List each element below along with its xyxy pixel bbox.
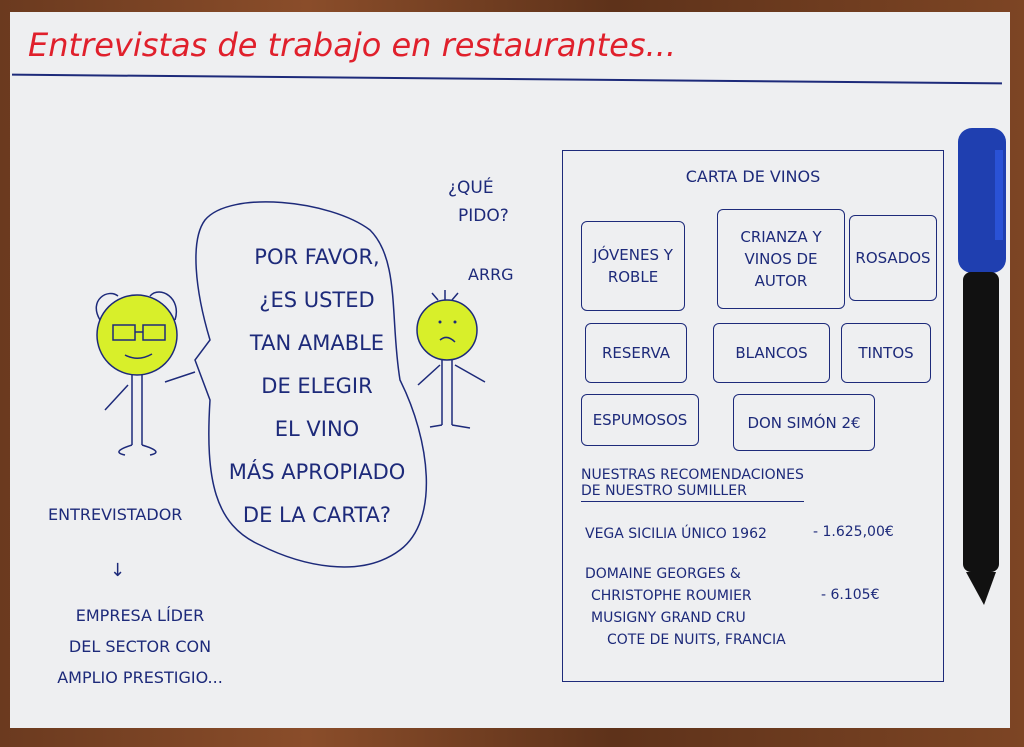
bubble-line: POR FAVOR, <box>254 245 380 269</box>
thought-pido: PIDO? <box>458 206 509 226</box>
name-line: CHRISTOPHE ROUMIER <box>591 588 752 604</box>
recommendations-heading: NUESTRAS RECOMENDACIONES DE NUESTRO SUMI… <box>581 467 804 502</box>
bubble-line: MÁS APROPIADO <box>228 460 406 484</box>
note-line: EMPRESA LÍDER <box>75 606 205 625</box>
wine-menu: CARTA DE VINOS JÓVENES Y ROBLE CRIANZA Y… <box>562 150 944 682</box>
name-line: COTE DE NUITS, FRANCIA <box>607 632 786 648</box>
name-line: DOMAINE GEORGES & <box>585 566 741 582</box>
interviewer-figure <box>95 291 196 456</box>
bubble-line: EL VINO <box>274 417 360 441</box>
category-don-simon[interactable]: DON SIMÓN 2€ <box>733 394 875 451</box>
heading-line: DE NUESTRO SUMILLER <box>581 483 804 502</box>
bubble-line: ¿ES USTED <box>259 288 375 312</box>
category-blancos[interactable]: BLANCOS <box>713 323 830 383</box>
bubble-line: DE LA CARTA? <box>242 503 392 527</box>
heading-line: NUESTRAS RECOMENDACIONES <box>581 467 804 483</box>
category-jovenes-roble[interactable]: JÓVENES Y ROBLE <box>581 221 685 311</box>
note-line: AMPLIO PRESTIGIO... <box>57 668 223 687</box>
candidate-figure <box>416 290 486 429</box>
menu-title: CARTA DE VINOS <box>685 167 821 186</box>
recommendation-1-name: VEGA SICILIA ÚNICO 1962 <box>585 526 767 542</box>
paper-sheet <box>10 12 1010 728</box>
recommendation-2-price: - 6.105€ <box>821 587 880 603</box>
arrow-down-icon: ↓ <box>110 560 126 581</box>
speech-bubble-text: POR FAVOR, ¿ES USTED TAN AMABLE DE ELEGI… <box>222 236 412 537</box>
speech-bubble-outline <box>194 201 428 568</box>
recommendation-1-price: - 1.625,00€ <box>813 524 894 540</box>
category-reserva[interactable]: RESERVA <box>585 323 687 383</box>
bubble-line: DE ELEGIR <box>261 374 373 398</box>
thought-que: ¿QUÉ <box>448 178 494 198</box>
note-line: DEL SECTOR CON <box>68 637 212 656</box>
interviewer-label: ENTREVISTADOR <box>48 505 183 524</box>
interviewer-note: EMPRESA LÍDER DEL SECTOR CON AMPLIO PRES… <box>35 600 245 693</box>
page-title: Entrevistas de trabajo en restaurantes..… <box>28 26 676 64</box>
category-espumosos[interactable]: ESPUMOSOS <box>581 394 699 446</box>
name-line: MUSIGNY GRAND CRU <box>591 610 746 626</box>
category-rosados[interactable]: ROSADOS <box>849 215 937 301</box>
category-tintos[interactable]: TINTOS <box>841 323 931 383</box>
category-crianza[interactable]: CRIANZA Y VINOS DE AUTOR <box>717 209 845 309</box>
bubble-line: TAN AMABLE <box>249 331 385 355</box>
pen-image <box>958 128 1006 605</box>
recommendation-2-name: DOMAINE GEORGES & CHRISTOPHE ROUMIER MUS… <box>585 563 786 651</box>
exclamation-arrg: ARRG <box>468 265 514 284</box>
